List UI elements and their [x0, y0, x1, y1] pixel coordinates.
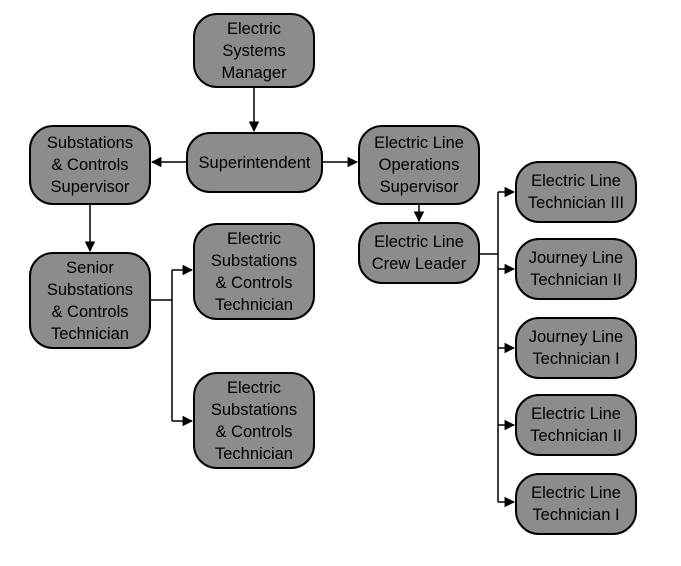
node-senior-substations-technician: Senior Substations & Controls Technician: [29, 252, 151, 349]
node-label: Substations & Controls Supervisor: [46, 134, 134, 196]
node-label: Electric Substations & Controls Technici…: [210, 229, 298, 314]
node-electric-line-crew-leader: Electric Line Crew Leader: [358, 222, 480, 284]
node-substations-controls-supervisor: Substations & Controls Supervisor: [29, 125, 151, 205]
node-electric-line-technician-ii: Electric Line Technician II: [515, 394, 637, 456]
node-electric-line-operations-supervisor: Electric Line Operations Supervisor: [358, 125, 480, 205]
node-electric-line-technician-iii: Electric Line Technician III: [515, 161, 637, 223]
node-label: Journey Line Technician II: [528, 249, 624, 289]
node-electric-line-technician-i: Electric Line Technician I: [515, 473, 637, 535]
node-label: Journey Line Technician I: [528, 328, 624, 368]
node-label: Electric Line Technician III: [527, 172, 625, 212]
node-label: Electric Substations & Controls Technici…: [210, 378, 298, 463]
node-electric-substations-technician-1: Electric Substations & Controls Technici…: [193, 223, 315, 320]
node-label: Electric Line Operations Supervisor: [374, 134, 464, 196]
node-label: Superintendent: [198, 153, 311, 172]
node-electric-substations-technician-2: Electric Substations & Controls Technici…: [193, 372, 315, 469]
node-journey-line-technician-ii: Journey Line Technician II: [515, 238, 637, 300]
node-journey-line-technician-i: Journey Line Technician I: [515, 317, 637, 379]
node-electric-systems-manager: Electric Systems Manager: [193, 13, 315, 88]
node-label: Senior Substations & Controls Technician: [46, 258, 134, 343]
node-superintendent: Superintendent: [186, 132, 323, 193]
node-label: Electric Systems Manager: [221, 19, 287, 82]
node-label: Electric Line Technician I: [531, 484, 621, 524]
node-label: Electric Line Crew Leader: [371, 233, 467, 273]
node-label: Electric Line Technician II: [530, 405, 622, 445]
